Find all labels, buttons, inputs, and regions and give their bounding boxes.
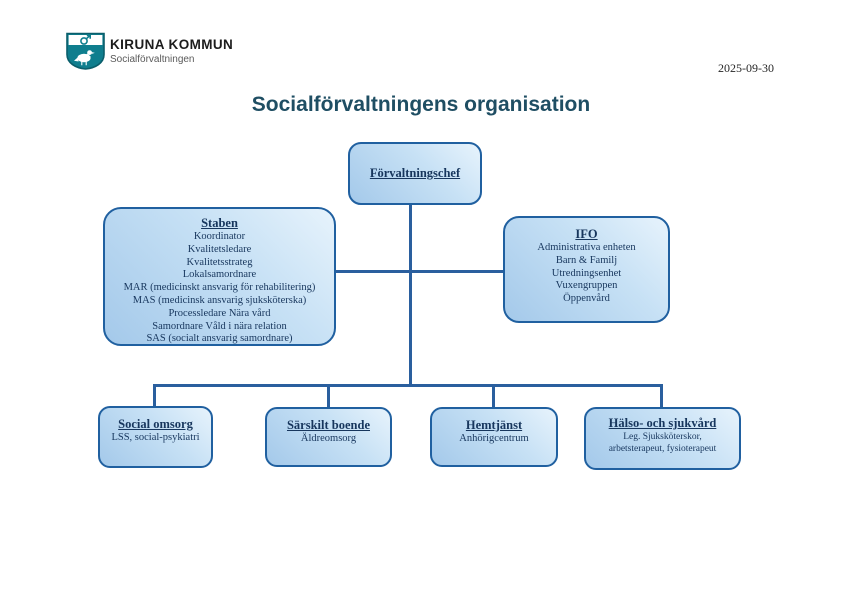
org-node-social-omsorg: Social omsorg LSS, social-psykiatri (98, 406, 213, 468)
member-line: LSS, social-psykiatri (111, 432, 200, 443)
kiruna-coat-of-arms-icon (65, 32, 106, 70)
page-title: Socialförvaltningens organisation (251, 93, 591, 116)
member-line: Vuxengruppen (555, 280, 618, 292)
node-title: IFO (575, 227, 598, 241)
member-line: Kvalitetsledare (187, 243, 252, 255)
org-node-forvaltningschef: Förvaltningschef (348, 142, 482, 205)
org-node-sarskilt-boende: Särskilt boende Äldreomsorg (265, 407, 392, 467)
member-line: arbetsterapeut, fysioterapeut (608, 444, 717, 454)
node-title: Hemtjänst (465, 418, 523, 432)
connector-staff-horizontal (335, 270, 504, 273)
member-line: Leg. Sjuksköterskor, (623, 432, 702, 442)
member-line: Administrativa enheten (537, 242, 636, 253)
member-line: Koordinator (193, 231, 246, 242)
node-title: Staben (201, 216, 238, 230)
shield-logo-graphic (66, 32, 105, 70)
member-line: Anhörigcentrum (459, 433, 529, 444)
org-node-ifo: IFO Administrativa enheten Barn & Familj… (503, 216, 670, 323)
brand-department: Socialförvaltningen (110, 54, 195, 65)
member-line: Kvalitetsstrateg (186, 256, 253, 268)
org-node-staben: Staben Koordinator Kvalitetsledare Kvali… (103, 207, 336, 346)
connector-stub-sarskilt-boende (327, 386, 330, 408)
org-node-halso-och-sjukvard: Hälso- och sjukvård Leg. Sjuksköterskor,… (584, 407, 741, 470)
connector-stub-halso-och-sjukvard (660, 386, 663, 408)
node-title: Förvaltningschef (369, 166, 461, 180)
document-date: 2025-09-30 (718, 61, 774, 75)
node-title: Social omsorg (118, 417, 193, 431)
connector-bottom-horizontal (153, 384, 663, 387)
org-node-hemtjanst: Hemtjänst Anhörigcentrum (430, 407, 558, 467)
member-line: Äldreomsorg (300, 433, 357, 444)
member-line: Samordnare Våld i nära relation (152, 320, 287, 332)
member-line: Processledare Nära vård (168, 307, 271, 319)
brand-name: KIRUNA KOMMUN (110, 37, 234, 52)
connector-trunk-vertical (409, 205, 412, 387)
member-line: MAS (medicinsk ansvarig sjuksköterska) (132, 294, 307, 306)
member-line: Utredningsenhet (551, 267, 622, 279)
member-line: MAR (medicinskt ansvarig för rehabiliter… (123, 282, 316, 294)
member-line: Öppenvård (563, 293, 610, 305)
connector-stub-hemtjanst (492, 386, 495, 408)
connector-stub-social-omsorg (153, 386, 156, 407)
member-line: Lokalsamordnare (182, 269, 257, 281)
member-line: SAS (socialt ansvarig samordnare) (146, 333, 293, 345)
member-line: Barn & Familj (555, 254, 618, 266)
node-title: Hälso- och sjukvård (608, 416, 717, 430)
node-title: Särskilt boende (286, 418, 370, 432)
